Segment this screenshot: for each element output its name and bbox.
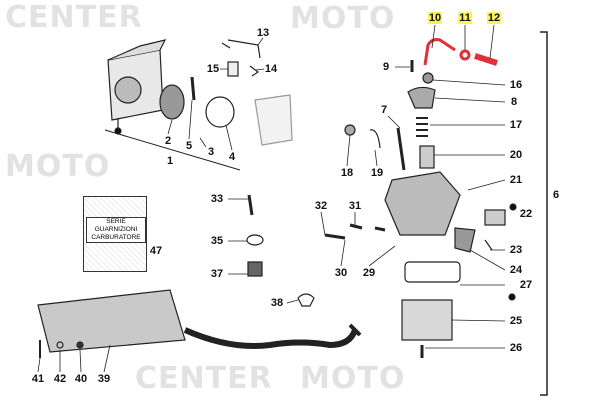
screw bbox=[190, 76, 196, 101]
callout-5[interactable]: 5 bbox=[185, 140, 193, 152]
screws-30-32 bbox=[324, 223, 386, 240]
callout-16[interactable]: 16 bbox=[509, 79, 523, 91]
washer-42 bbox=[56, 341, 64, 349]
watermark: MOTO bbox=[5, 149, 111, 184]
carburetor-ghost bbox=[254, 94, 293, 146]
sleeve-22 bbox=[484, 209, 506, 226]
callout-21[interactable]: 21 bbox=[509, 174, 523, 186]
lever-7 bbox=[396, 127, 406, 171]
callout-1[interactable]: 1 bbox=[166, 155, 174, 167]
callout-18[interactable]: 18 bbox=[340, 167, 354, 179]
nut-40 bbox=[76, 341, 84, 349]
watermark: MOTO bbox=[290, 1, 396, 36]
clip bbox=[249, 65, 260, 77]
fitting-35 bbox=[246, 234, 264, 246]
watermark: CENTER bbox=[135, 361, 273, 396]
callout-24[interactable]: 24 bbox=[509, 264, 523, 276]
callout-25[interactable]: 25 bbox=[509, 315, 523, 327]
callout-3[interactable]: 3 bbox=[207, 146, 215, 158]
watermark: CENTER bbox=[5, 0, 143, 35]
callout-9[interactable]: 9 bbox=[382, 61, 390, 73]
spring-19 bbox=[369, 129, 381, 149]
callout-19[interactable]: 19 bbox=[370, 167, 384, 179]
filter-element bbox=[159, 84, 185, 120]
callout-37[interactable]: 37 bbox=[210, 268, 224, 280]
float-24 bbox=[454, 227, 476, 253]
callout-41[interactable]: 41 bbox=[31, 373, 45, 385]
callout-13[interactable]: 13 bbox=[256, 27, 270, 39]
clamp-38 bbox=[297, 293, 315, 307]
pin-23 bbox=[484, 239, 493, 251]
air-filter-box bbox=[107, 39, 167, 135]
nut-16 bbox=[422, 72, 434, 84]
callout-38[interactable]: 38 bbox=[270, 297, 284, 309]
callout-14[interactable]: 14 bbox=[264, 63, 278, 75]
callout-29[interactable]: 29 bbox=[362, 267, 376, 279]
screw-12 bbox=[474, 53, 498, 66]
callout-12[interactable]: 12 bbox=[486, 12, 502, 24]
exhaust-silencer bbox=[37, 289, 186, 353]
callout-2[interactable]: 2 bbox=[164, 135, 172, 147]
callout-20[interactable]: 20 bbox=[509, 149, 523, 161]
bracket bbox=[221, 39, 261, 59]
callout-4[interactable]: 4 bbox=[228, 151, 236, 163]
callout-7[interactable]: 7 bbox=[380, 104, 388, 116]
banjo-pipe-10 bbox=[423, 38, 456, 66]
exhaust-pipe bbox=[183, 327, 358, 349]
callout-6[interactable]: 6 bbox=[552, 189, 560, 201]
callout-31[interactable]: 31 bbox=[348, 200, 362, 212]
watermark: MOTO bbox=[300, 361, 406, 396]
gasket-kit-label: SERIE GUARNIZIONI CARBURATORE bbox=[86, 217, 146, 243]
gasket-29 bbox=[404, 261, 461, 283]
callout-26[interactable]: 26 bbox=[509, 342, 523, 354]
callout-8[interactable]: 8 bbox=[510, 96, 518, 108]
plate bbox=[227, 61, 239, 77]
callout-17[interactable]: 17 bbox=[509, 119, 523, 131]
carburetor-body bbox=[384, 171, 461, 236]
callout-27[interactable]: 27 bbox=[519, 279, 533, 291]
callout-40[interactable]: 40 bbox=[74, 373, 88, 385]
callout-11[interactable]: 11 bbox=[458, 12, 472, 24]
gasket-kit-box: SERIE GUARNIZIONI CARBURATORE bbox=[83, 196, 147, 272]
spring-17 bbox=[416, 117, 428, 137]
screw-18 bbox=[344, 124, 356, 136]
cover-8 bbox=[407, 86, 436, 109]
screw-33 bbox=[247, 194, 254, 216]
gasket-27 bbox=[508, 293, 516, 301]
callout-33[interactable]: 33 bbox=[210, 193, 224, 205]
callout-42[interactable]: 42 bbox=[53, 373, 67, 385]
callout-39[interactable]: 39 bbox=[97, 373, 111, 385]
float-bowl-25 bbox=[401, 299, 453, 341]
callout-22[interactable]: 22 bbox=[519, 208, 533, 220]
clamp bbox=[205, 96, 235, 128]
kit-label-line2: CARBURATORE bbox=[91, 234, 141, 241]
slide-20 bbox=[419, 145, 435, 169]
washer-11 bbox=[459, 49, 471, 61]
callout-10[interactable]: 10 bbox=[427, 12, 443, 24]
callout-23[interactable]: 23 bbox=[509, 244, 523, 256]
callout-15[interactable]: 15 bbox=[206, 63, 220, 75]
callout-47[interactable]: 47 bbox=[149, 245, 163, 257]
filter-37 bbox=[247, 261, 263, 277]
callout-32[interactable]: 32 bbox=[314, 200, 328, 212]
callout-35[interactable]: 35 bbox=[210, 235, 224, 247]
callout-30[interactable]: 30 bbox=[334, 267, 348, 279]
kit-label-line1: SERIE GUARNIZIONI bbox=[94, 218, 138, 233]
